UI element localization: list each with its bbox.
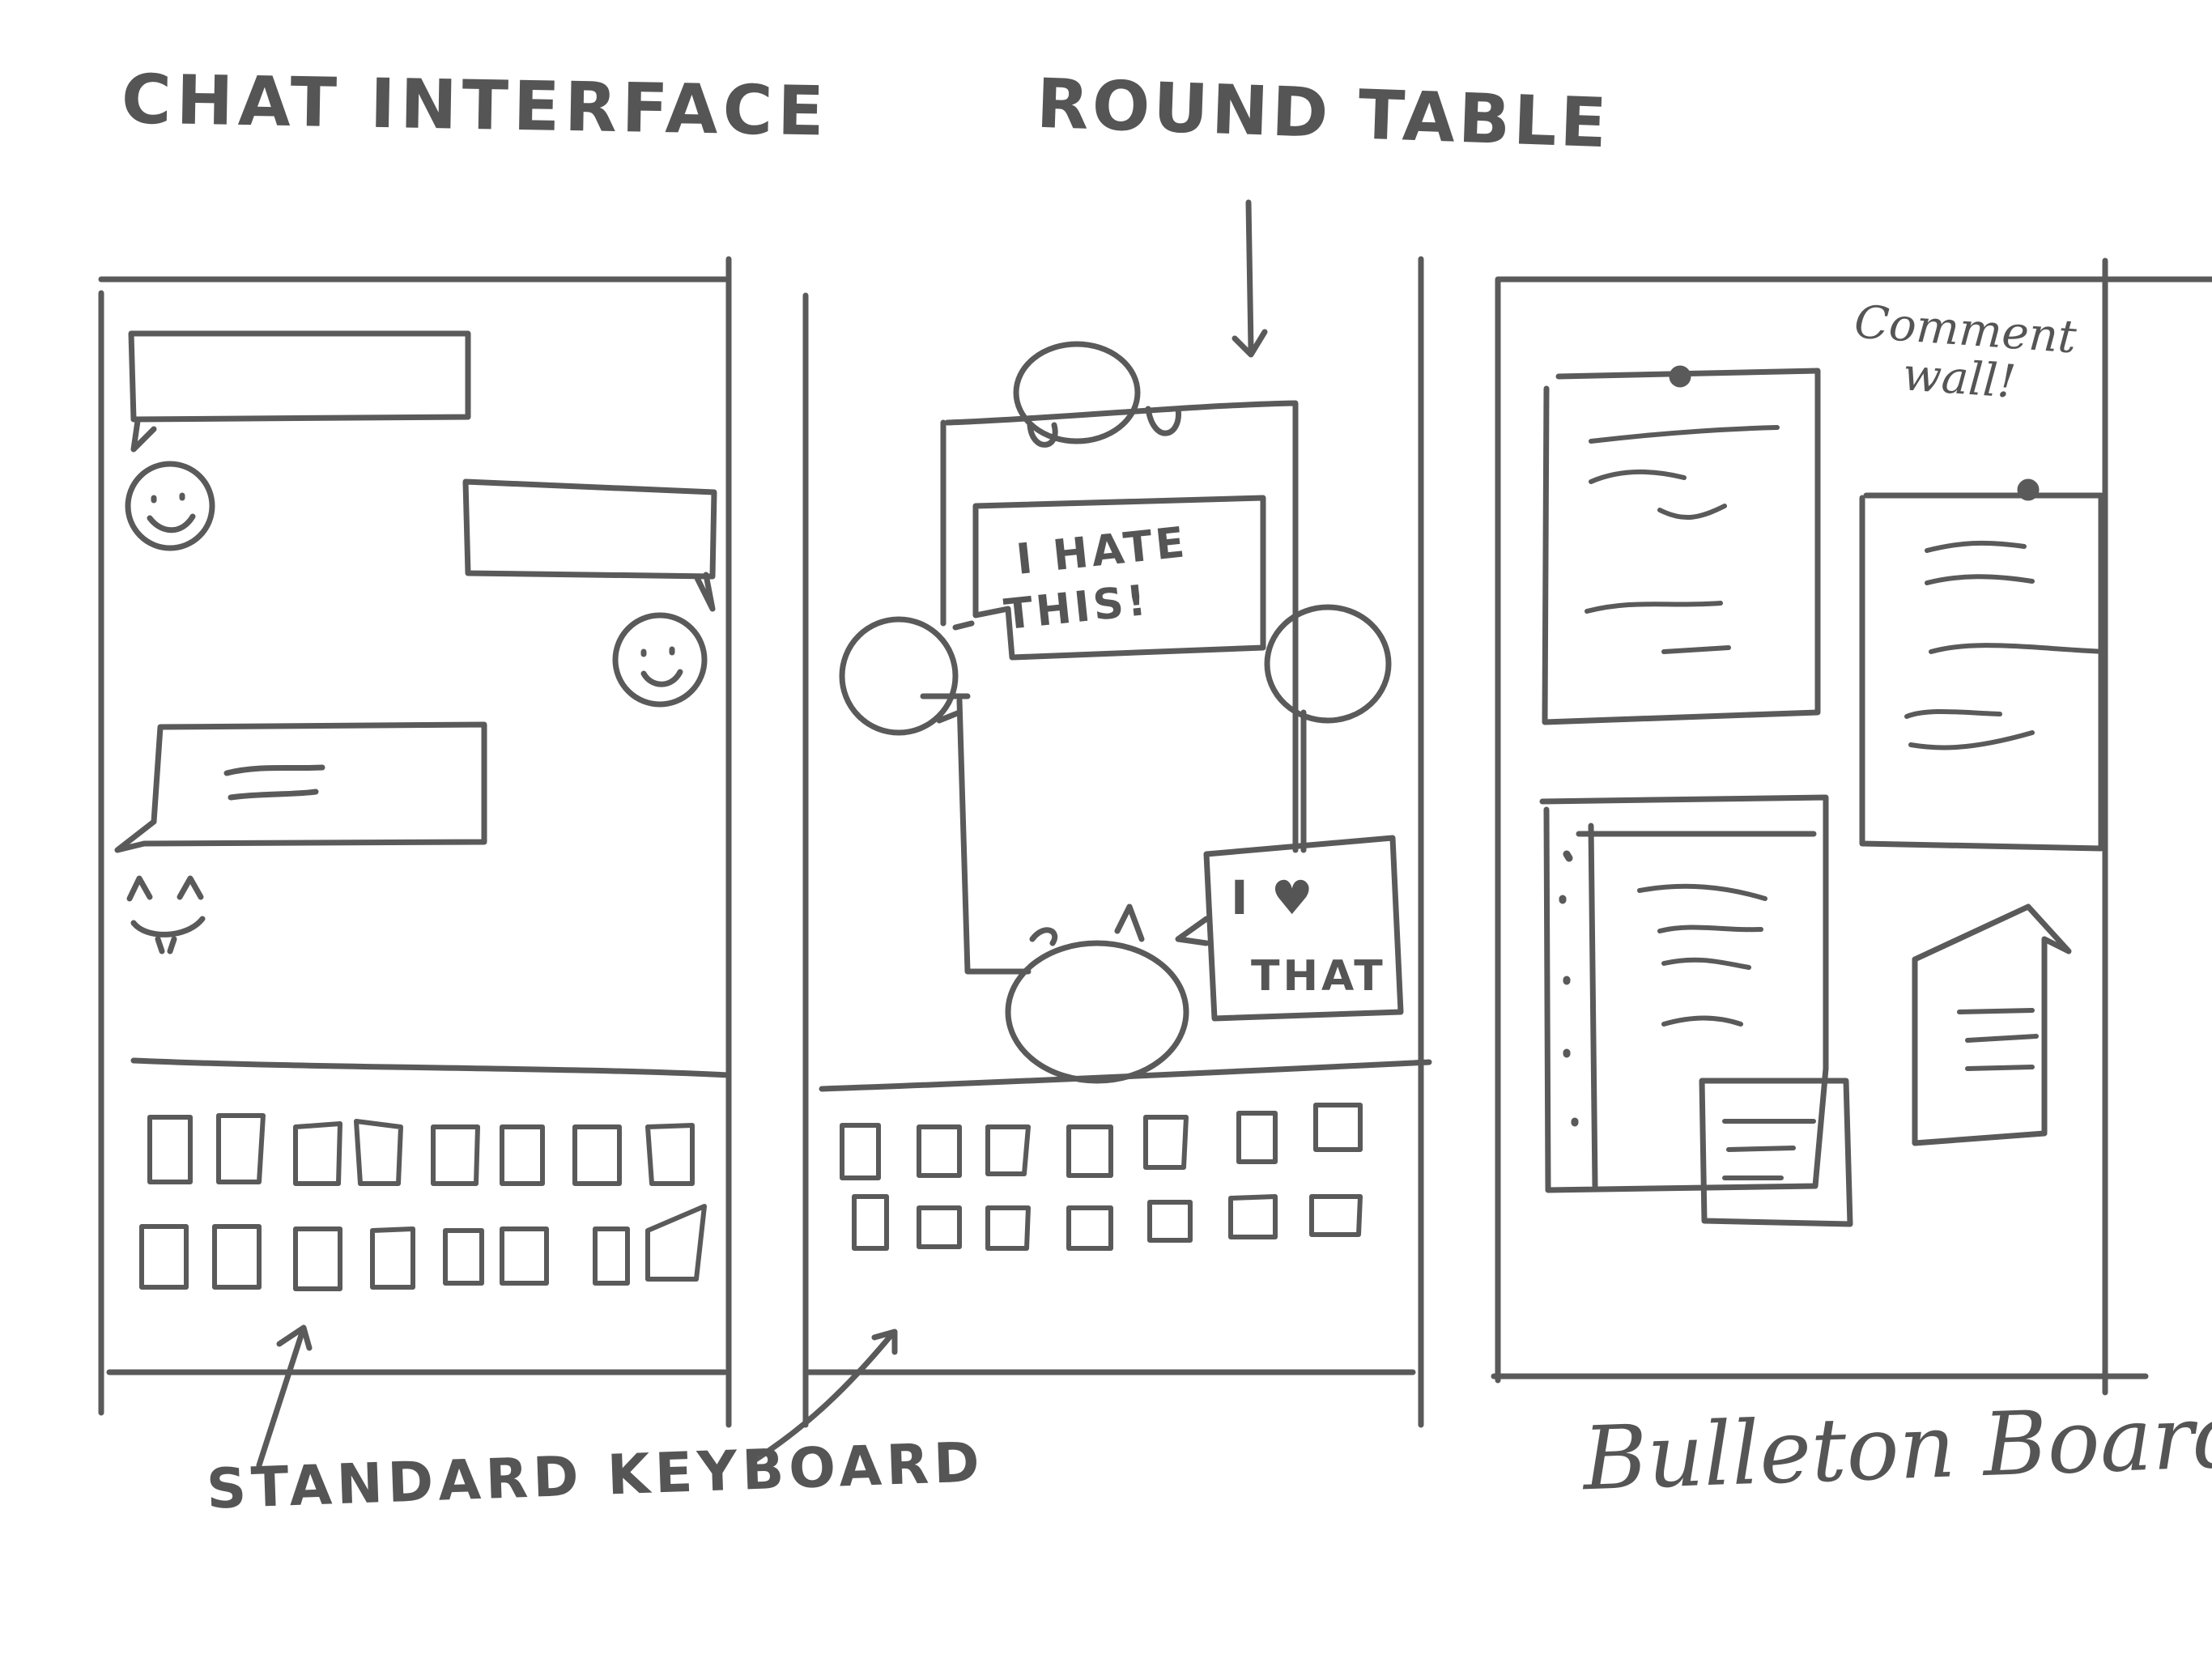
- speech-love-line2: THAT: [1251, 952, 1386, 1001]
- speech-box-hate: [952, 495, 1266, 661]
- round-table-keyboard-divider: [819, 1059, 1432, 1092]
- comment-wall-label-line2: wall!: [1900, 348, 2018, 409]
- chat-panel: [98, 256, 732, 1428]
- person-top-icon: [1013, 341, 1181, 448]
- keyboard-arrow-2: [750, 1329, 898, 1465]
- chat-bubble-left-1: [128, 330, 471, 453]
- chat-keyboard: [139, 1113, 707, 1291]
- round-table-arrow: [1231, 199, 1268, 358]
- pinned-note-1: [1542, 368, 1821, 725]
- round-table-panel-frame: [802, 256, 1424, 1428]
- bulletin-panel-frame: [1491, 257, 2212, 1396]
- pinned-note-3: [1539, 794, 1829, 1193]
- speech-love-line1: I ♥: [1231, 870, 1317, 925]
- smiley-avatar-1-icon: [125, 461, 215, 551]
- chat-interface-label: CHAT INTERFACE: [121, 59, 830, 151]
- pinned-note-5: [1912, 903, 2072, 1146]
- person-bottom-icon: [1005, 903, 1189, 1084]
- round-table-label: ROUND TABLE: [1035, 63, 1611, 164]
- chat-keyboard-divider: [130, 1057, 732, 1078]
- pin-2-icon: [2017, 478, 2040, 501]
- smiley-avatar-2-icon: [612, 612, 708, 708]
- person-left-icon: [839, 616, 971, 736]
- pin-1-icon: [1669, 365, 1691, 388]
- chat-panel-frame: [98, 256, 732, 1428]
- chat-bubble-left-2: [114, 721, 487, 853]
- pinned-note-4: [1699, 1078, 1853, 1227]
- keyboard-arrow-1: [256, 1324, 313, 1469]
- chat-text-line: [223, 764, 325, 801]
- cat-avatar-icon: [126, 875, 206, 954]
- pinned-note-2: [1859, 492, 2104, 852]
- chat-bubble-right-1: [462, 478, 717, 612]
- round-table-panel: [802, 199, 1432, 1428]
- bulletin-board-panel: [1491, 257, 2212, 1396]
- speech-box-love: [1175, 835, 1404, 1022]
- round-table-keyboard: [840, 1103, 1363, 1251]
- person-right-icon: [1264, 604, 1392, 724]
- bulletin-board-label: Bulleton Board: [1581, 1385, 2212, 1511]
